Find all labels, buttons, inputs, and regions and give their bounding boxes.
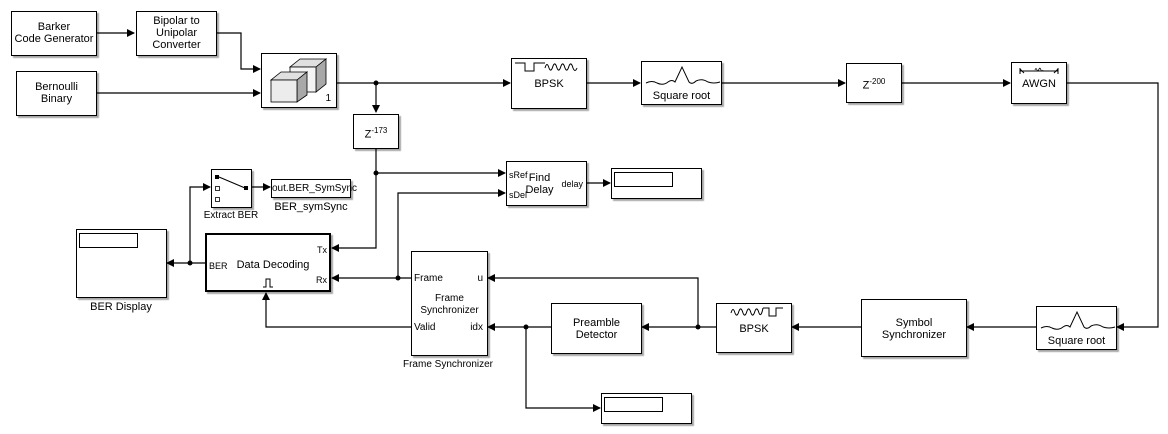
frame-synchronizer-caption: Frame Synchronizer <box>402 359 494 370</box>
port-rx-label: Rx <box>316 275 327 285</box>
rrc-rx-filter-block[interactable]: Square root <box>1036 306 1117 350</box>
line-idx-display <box>525 327 601 412</box>
line-bipolar-concat <box>217 32 261 73</box>
barker-code-generator-block[interactable]: Barker Code Generator <box>11 11 97 56</box>
raised-cosine-icon <box>1040 310 1116 330</box>
delay-exponent: -200 <box>869 77 886 86</box>
block-label: Bipolar to <box>153 15 200 27</box>
port-ber-label: BER <box>209 261 228 271</box>
junction-dot <box>373 170 379 176</box>
awgn-channel-block[interactable]: AWGN <box>1011 62 1067 104</box>
bpsk-demodulator-block[interactable]: BPSK <box>716 303 792 353</box>
bipolar-to-unipolar-block[interactable]: Bipolar to Unipolar Converter <box>136 11 217 56</box>
preamble-detector-block[interactable]: Preamble Detector <box>551 303 642 354</box>
extract-ber-caption: Extract BER <box>203 210 259 221</box>
port-valid-label: Valid <box>414 322 436 333</box>
ber-display-block[interactable] <box>76 229 167 298</box>
rrc-tx-filter-block[interactable]: Square root <box>641 61 722 105</box>
line-to-framesync-u <box>487 274 699 327</box>
block-label: Preamble <box>572 317 621 329</box>
line-frame-sdel <box>397 189 506 278</box>
block-label: AWGN <box>1022 78 1056 90</box>
port-sdel-label: sDel <box>509 190 528 200</box>
junction-dot <box>395 275 401 281</box>
symbol-synchronizer-block[interactable]: Symbol Synchronizer <box>861 299 967 357</box>
display-value <box>79 233 138 248</box>
port-delay-label: delay <box>561 179 583 189</box>
delay-display-block[interactable] <box>611 168 702 199</box>
line-valid-enable <box>262 292 412 328</box>
port-idx-label: idx <box>470 322 483 333</box>
idx-display-block[interactable] <box>601 393 692 424</box>
matrix-concatenate-icon <box>269 58 328 103</box>
block-label: BPSK <box>739 323 769 335</box>
block-label: Code Generator <box>14 33 94 45</box>
block-label: Unipolar <box>156 27 197 39</box>
block-label: Square root <box>652 90 711 102</box>
line-ber-extract <box>189 183 211 263</box>
bpsk-demodulator-icon <box>730 307 783 317</box>
block-label: Detector <box>575 329 618 341</box>
block-label: Frame <box>435 293 464 304</box>
enable-pulse-icon <box>263 278 273 288</box>
bpsk-modulator-icon <box>515 62 578 72</box>
block-label: Square root <box>1047 335 1106 347</box>
block-label: Binary <box>40 93 73 105</box>
bpsk-modulator-block[interactable]: BPSK <box>511 58 587 109</box>
port-frame-label: Frame <box>414 273 443 284</box>
block-label: Synchronizer <box>881 329 947 341</box>
port-label: 1 <box>325 93 331 104</box>
workspace-variable: out.BER_SymSync <box>272 183 358 194</box>
delay-200-block[interactable]: Z-200 <box>846 63 902 103</box>
delay-exponent: -173 <box>371 126 388 135</box>
delay-base: Z <box>364 128 372 141</box>
line-delay173-tx <box>331 149 377 252</box>
display-value <box>604 397 663 412</box>
to-workspace-caption: BER_symSync <box>274 201 348 213</box>
frame-synchronizer-block[interactable]: Frame u Frame Synchronizer Valid idx <box>411 251 488 356</box>
junction-dot <box>695 324 701 330</box>
junction-dot <box>523 324 529 330</box>
delay-base: Z <box>862 79 870 92</box>
block-label: Data Decoding <box>236 259 310 271</box>
matrix-concatenate-block[interactable]: 1 <box>261 53 337 108</box>
block-label: Symbol <box>895 317 933 329</box>
port-u-label: u <box>477 273 483 284</box>
port-sref-label: sRef <box>509 170 528 180</box>
to-workspace-block[interactable]: out.BER_SymSync <box>271 179 358 198</box>
display-value <box>614 172 673 187</box>
block-label: BPSK <box>534 78 564 90</box>
line-awgn-rrcrx <box>1067 82 1159 331</box>
extract-ber-selector-block[interactable] <box>211 169 252 208</box>
block-label: Find <box>528 172 551 184</box>
block-label: Delay <box>525 184 554 196</box>
junction-dot <box>187 260 193 266</box>
junction-dot <box>373 80 379 86</box>
delay-173-block[interactable]: Z-173 <box>353 114 399 149</box>
block-label: Barker <box>37 21 71 33</box>
awgn-channel-icon <box>1019 67 1059 74</box>
data-decoding-subsystem[interactable]: BER Data Decoding Tx Rx <box>205 233 331 292</box>
find-delay-block[interactable]: sRef sDel Find Delay delay <box>506 161 587 206</box>
raised-cosine-icon <box>645 65 721 85</box>
block-label: Synchronizer <box>420 305 479 316</box>
bernoulli-binary-block[interactable]: Bernoulli Binary <box>16 71 97 116</box>
block-label: Bernoulli <box>35 81 78 93</box>
selector-icon <box>215 175 248 202</box>
block-label: Converter <box>152 39 201 51</box>
ber-display-caption: BER Display <box>90 301 152 313</box>
port-tx-label: Tx <box>317 245 327 255</box>
